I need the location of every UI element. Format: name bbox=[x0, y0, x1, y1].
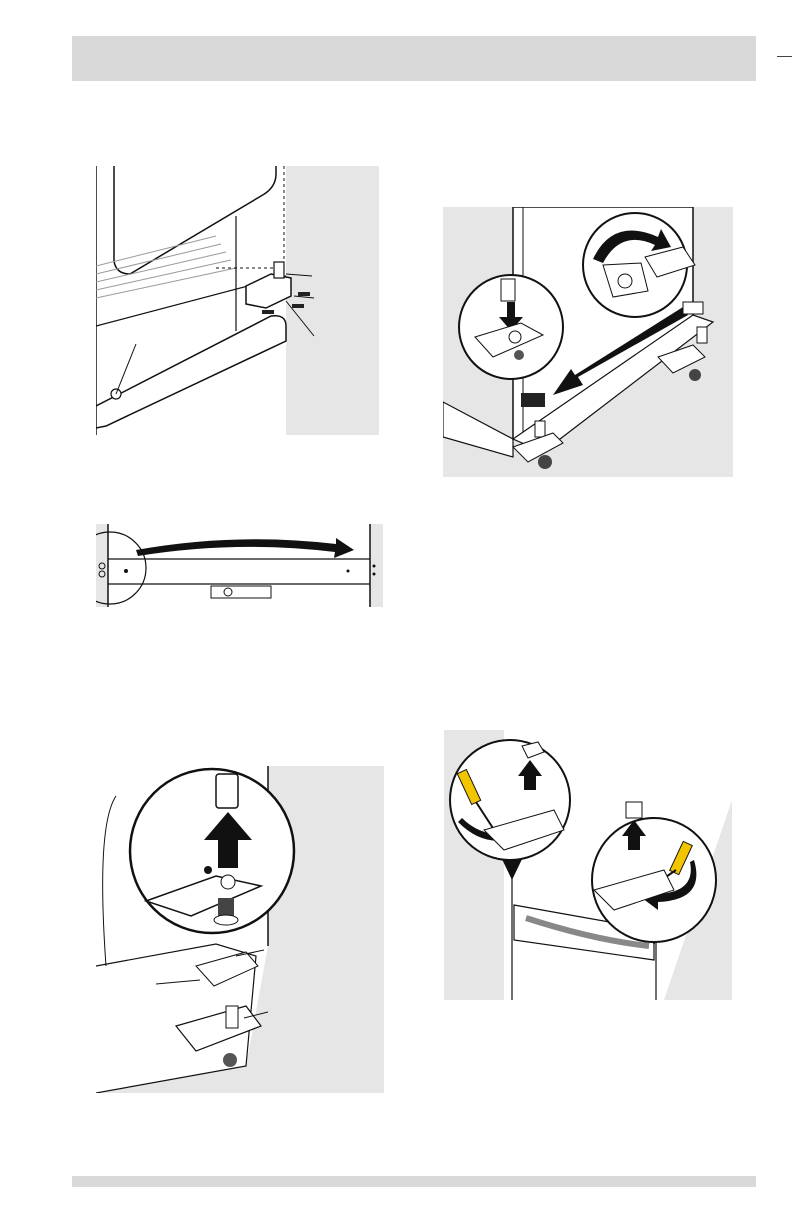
figure-hinge-pin-removal bbox=[96, 766, 384, 1093]
top-cover-illustration bbox=[96, 524, 383, 607]
hinge-pin-illustration bbox=[96, 766, 384, 1093]
figure-top-cover-plugs bbox=[96, 524, 383, 607]
figure-hinge-relocation bbox=[443, 207, 733, 477]
footer-bar bbox=[72, 1176, 756, 1187]
fold-mark bbox=[777, 56, 792, 57]
hinge-bracket-illustration bbox=[96, 166, 379, 435]
figure-hinge-bracket bbox=[96, 166, 379, 435]
hinge-relocation-illustration bbox=[443, 207, 733, 477]
figure-screwdriver-hinges bbox=[444, 730, 732, 1000]
header-bar bbox=[72, 36, 756, 81]
screwdriver-hinges-illustration bbox=[444, 730, 732, 1000]
